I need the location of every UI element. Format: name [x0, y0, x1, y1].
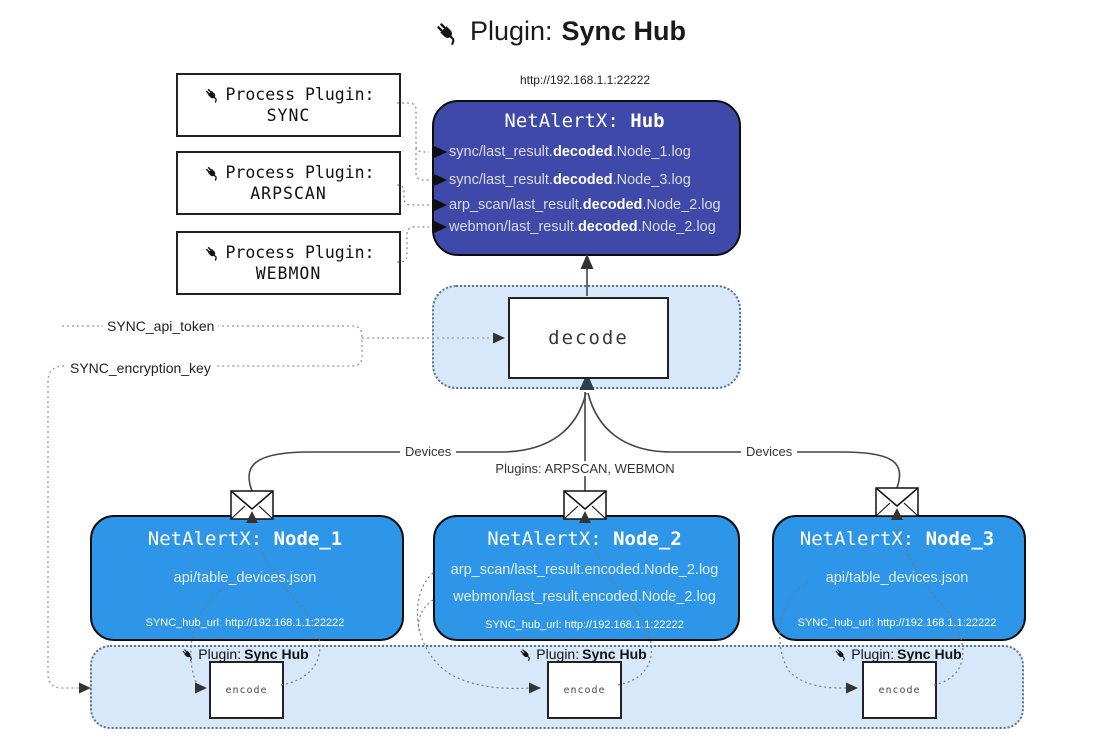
plug-icon	[202, 243, 221, 262]
node2-hub-url: SYNC_hub_url: http://192.168.1.1:22222	[485, 619, 684, 631]
marker-icon	[433, 174, 446, 186]
process-plugin-label: Process Plugin:	[225, 243, 375, 262]
node1-to-decode-edge	[248, 392, 587, 492]
node2-line: webmon/last_result.encoded.Node_2.log	[453, 589, 716, 605]
sync-connector-2	[415, 148, 429, 181]
encode-box-3: encode	[862, 661, 937, 719]
webmon-connector	[397, 226, 429, 263]
band-label-2: Plugin: Sync Hub	[517, 646, 647, 662]
node2-line: arp_scan/last_result.encoded.Node_2.log	[450, 562, 719, 578]
setting-encryption-key: SYNC_encryption_key	[66, 360, 215, 376]
node2-title: NetAlertX: Node_2	[487, 528, 682, 550]
plug-icon	[517, 646, 533, 662]
plug-icon	[832, 646, 848, 662]
process-plugin-label: Process Plugin:	[225, 85, 375, 104]
node1-line: api/table_devices.json	[173, 570, 317, 586]
hub-box	[432, 100, 741, 256]
process-plugin-name: ARPSCAN	[250, 184, 327, 203]
process-plugin-sync: Process Plugin: SYNC	[176, 73, 401, 137]
hub-title: NetAlertX: Hub	[432, 110, 737, 132]
hub-url-label: http://192.168.1.1:22222	[519, 73, 651, 87]
plug-icon	[179, 646, 195, 662]
arrowhead-to-hub	[580, 254, 594, 269]
band-label-3: Plugin: Sync Hub	[832, 646, 962, 662]
marker-icon	[433, 199, 446, 211]
sync-connector-1	[397, 102, 429, 153]
hub-title-bold: Hub	[630, 110, 665, 132]
marker-icon	[433, 146, 446, 158]
hub-log-line: sync/last_result.decoded.Node_3.log	[433, 170, 691, 190]
node3-hub-url: SYNC_hub_url: http://192.168.1.1:22222	[797, 617, 997, 629]
hub-title-prefix: NetAlertX:	[504, 110, 631, 132]
page-title: Plugin: Sync Hub	[0, 16, 1117, 47]
hub-log-line: arp_scan/last_result.decoded.Node_2.log	[433, 195, 721, 215]
plug-icon	[431, 17, 461, 47]
encode-box-1: encode	[209, 661, 284, 719]
process-plugin-name: SYNC	[266, 106, 311, 125]
node1-hub-url: SYNC_hub_url: http://192.168.1.1:22222	[145, 617, 345, 629]
setting-api-token: SYNC_api_token	[103, 318, 219, 334]
edge-label-devices-left: Devices	[400, 444, 457, 459]
plug-icon	[202, 163, 221, 182]
envelope-icon	[875, 487, 919, 517]
marker-icon	[433, 221, 446, 233]
hub-log-line: sync/last_result.decoded.Node_1.log	[433, 142, 691, 162]
band-label-1: Plugin: Sync Hub	[179, 646, 309, 662]
node1-title: NetAlertX: Node_1	[147, 528, 343, 550]
process-plugin-webmon: Process Plugin: WEBMON	[176, 231, 401, 295]
plugin-hub-connectors	[397, 102, 429, 263]
page-title-prefix: Plugin:	[469, 16, 553, 46]
process-plugin-arpscan: Process Plugin: ARPSCAN	[176, 151, 401, 215]
node3-line: api/table_devices.json	[825, 570, 969, 586]
node3-title: NetAlertX: Node_3	[799, 528, 995, 550]
process-plugin-label: Process Plugin:	[225, 163, 375, 182]
node2-to-encode-stub	[417, 599, 434, 632]
hub-log-line: webmon/last_result.decoded.Node_2.log	[433, 217, 716, 237]
edge-label-devices-right: Devices	[741, 444, 798, 459]
arpscan-connector	[397, 184, 429, 206]
edge-label-plugins: Plugins: ARPSCAN, WEBMON	[490, 461, 680, 476]
decode-box: decode	[508, 297, 669, 379]
page-title-bold: Sync Hub	[561, 16, 687, 46]
encode-box-2: encode	[547, 661, 622, 719]
process-plugin-name: WEBMON	[255, 264, 322, 283]
plug-icon	[202, 85, 221, 104]
